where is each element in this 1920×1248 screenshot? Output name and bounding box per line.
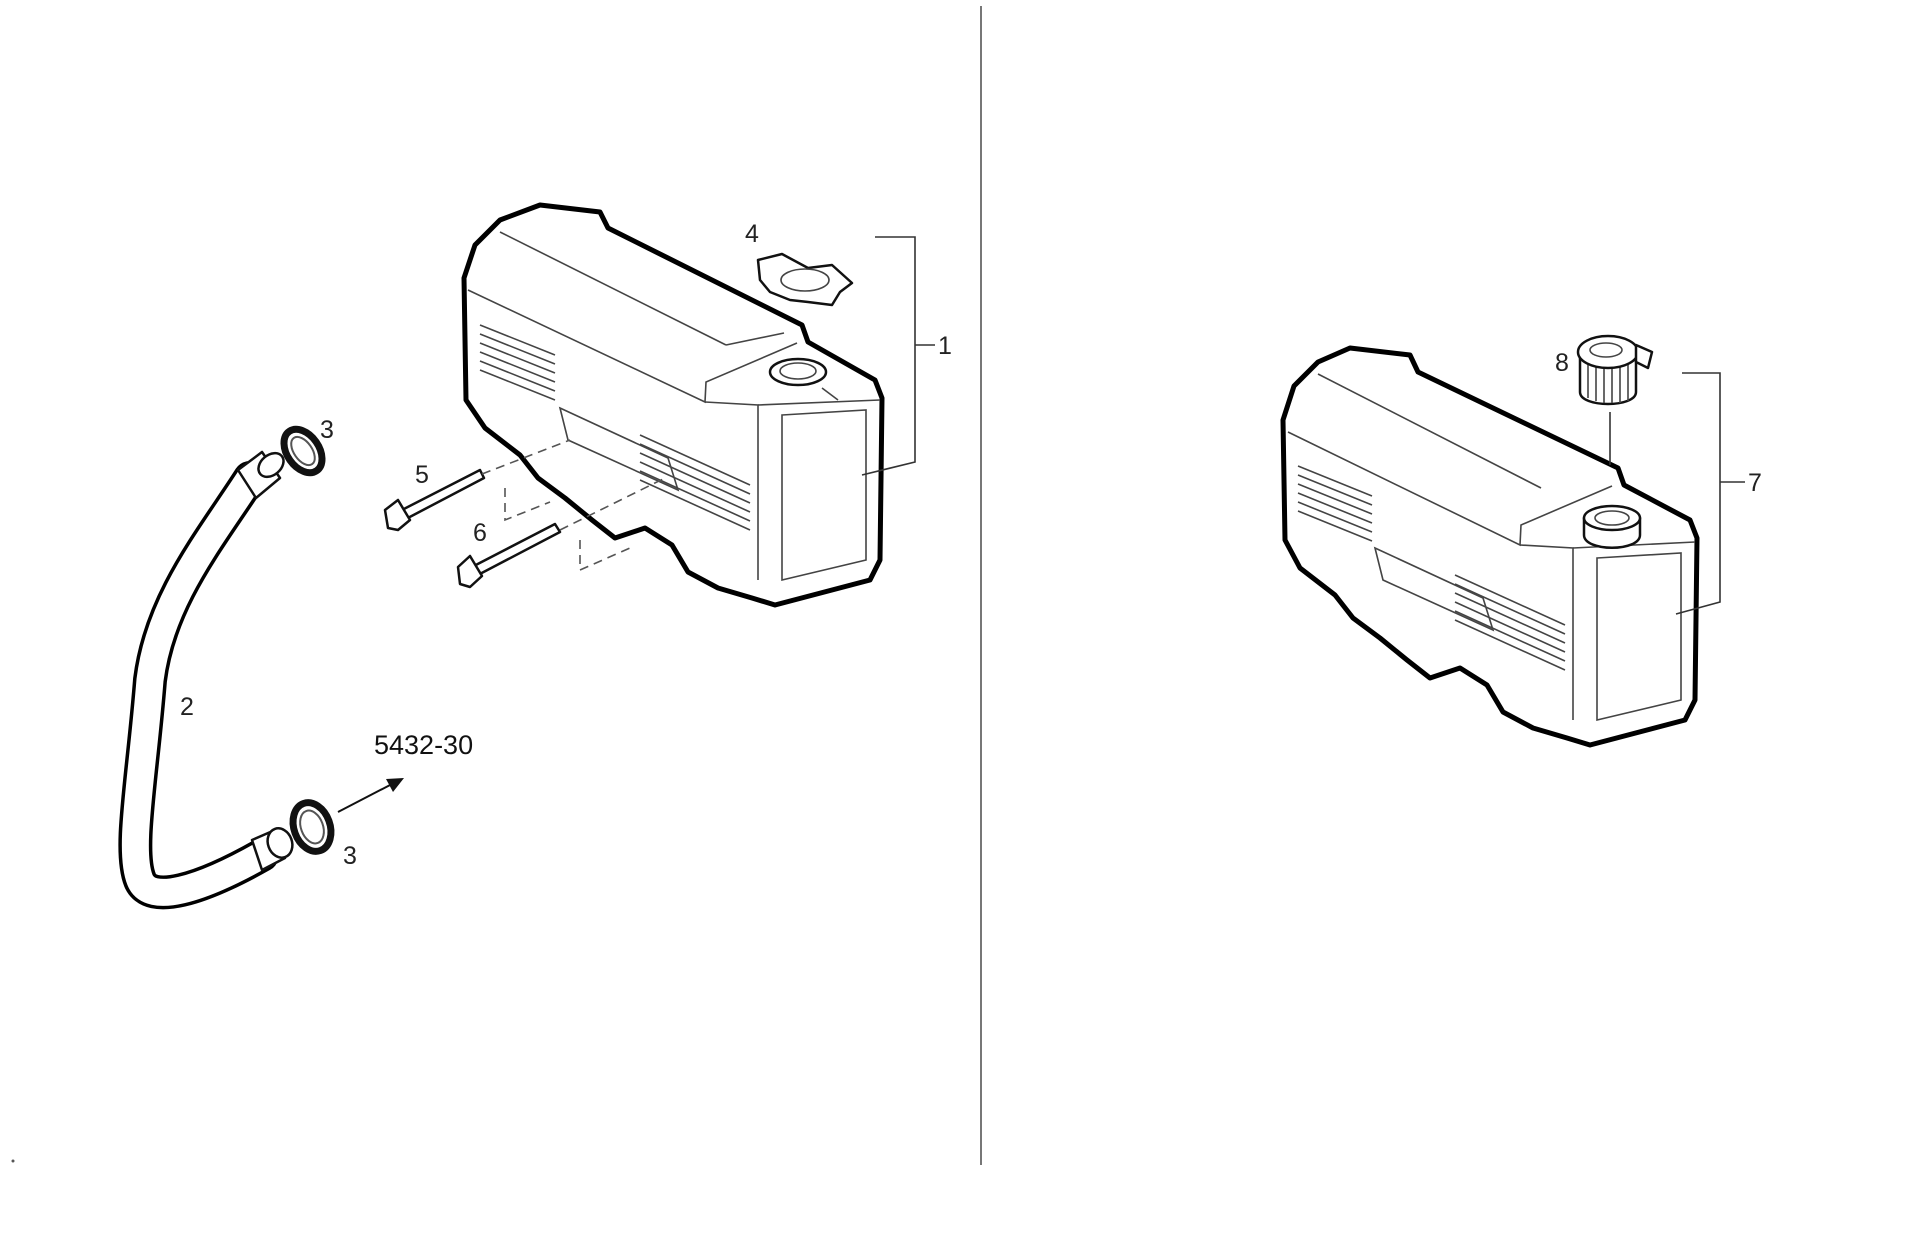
bolt-6 [456,522,562,589]
bolt-5 [383,468,486,532]
leader-7 [1675,372,1721,615]
callout-2: 2 [180,693,194,721]
gasket-4 [756,252,854,307]
callout-3-upper: 3 [320,416,334,444]
scan-dot [11,1159,15,1163]
callout-5: 5 [415,461,429,489]
reference-arrow [337,778,404,813]
clamp-3-upper [280,425,326,477]
leader-1 [861,236,916,476]
callout-3-lower: 3 [343,842,357,870]
callout-8: 8 [1555,349,1569,377]
left-assembly [118,202,935,910]
cap-8 [1576,334,1654,406]
alignment-lines [481,439,666,572]
tank-left [461,202,885,608]
hose-2 [118,450,294,910]
callout-7: 7 [1748,469,1762,497]
callout-4: 4 [745,220,759,248]
tank-left-ribs [479,324,751,531]
callout-1: 1 [938,332,952,360]
right-assembly [1280,334,1745,748]
tank-right-ribs [1297,465,1566,671]
clamp-3-lower [289,799,335,855]
reference-code: 5432-30 [374,730,473,760]
tank-right [1280,345,1700,748]
callout-6: 6 [473,519,487,547]
